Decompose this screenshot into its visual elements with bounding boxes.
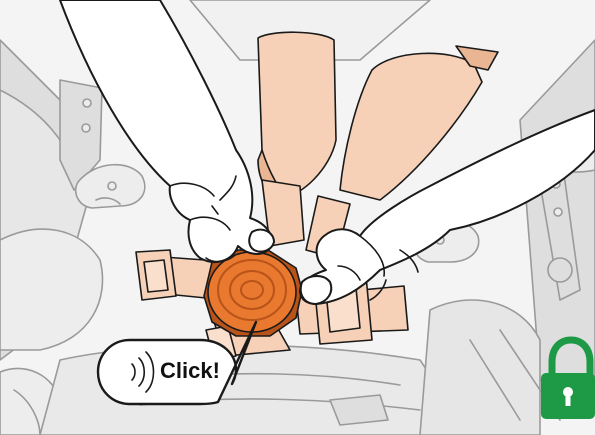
click-callout-text: Click!: [160, 358, 220, 384]
harness-buckle: [204, 250, 302, 336]
